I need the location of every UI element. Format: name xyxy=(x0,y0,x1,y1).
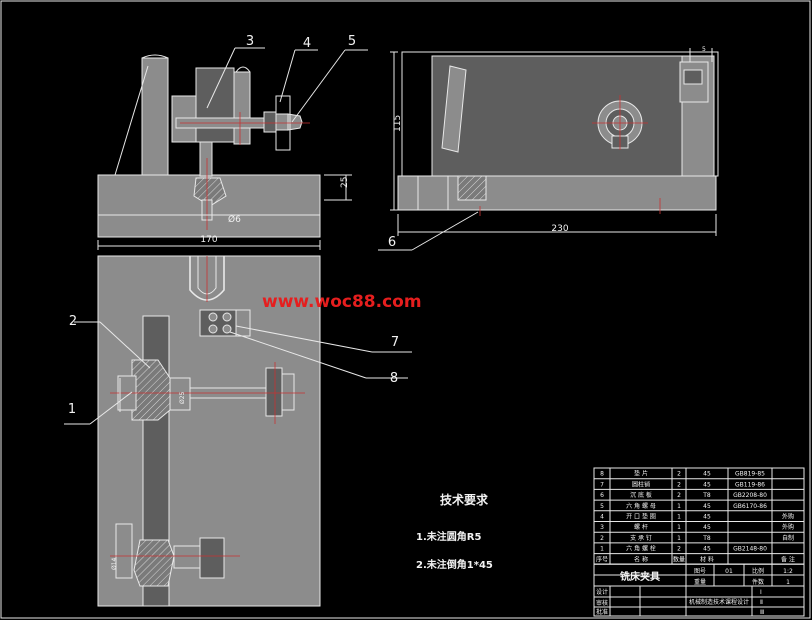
bom-cell-name: 开 口 垫 圈 xyxy=(626,513,656,521)
dim-front-height: 25 xyxy=(340,177,350,188)
front-view: 170 25 Ø6 xyxy=(97,47,368,250)
bom-cell-qty: 2 xyxy=(677,546,681,553)
bom-cell-std: GB2208-80 xyxy=(733,492,767,499)
bom-cell-no: 6 xyxy=(600,492,604,499)
side-view: 5 115 230 xyxy=(378,46,719,251)
bom-cell-qty: 1 xyxy=(677,535,681,542)
bom-cell-name: 圆柱销 xyxy=(632,480,650,488)
bom-cell-name: 支 承 钉 xyxy=(630,534,652,542)
bom-cell-no: 序号 xyxy=(596,555,608,563)
bom-cell-qty: 数量 xyxy=(673,555,685,563)
bom-cell-no: 5 xyxy=(600,503,604,510)
bom-cell-mat: 45 xyxy=(703,514,711,521)
title-block: 铣床夹具 图号 01 比例 1:2 重量 件数 1 设计 审核 批准 机械制造技… xyxy=(593,563,805,617)
part-label-6: 6 xyxy=(388,235,396,250)
approve-label: 批准 xyxy=(596,608,608,616)
scale-value: 1:2 xyxy=(783,568,793,575)
school-name: 机械制造技术课程设计 xyxy=(689,598,749,606)
title-block-title: 铣床夹具 xyxy=(620,570,660,583)
title-line-1: Ⅰ xyxy=(760,589,762,596)
dim-side-width: 230 xyxy=(551,224,568,234)
bom-cell-name: 螺 杆 xyxy=(634,523,648,531)
bom-cell-name: 六 角 螺 栓 xyxy=(626,545,656,553)
bom-cell-note: 外购 xyxy=(782,523,794,531)
checker-label: 审核 xyxy=(596,599,608,607)
part-label-4: 4 xyxy=(303,36,311,51)
bom-cell-no: 4 xyxy=(600,514,604,521)
bom-cell-qty: 1 xyxy=(677,514,681,521)
bom-cell-mat: 45 xyxy=(703,503,711,510)
bom-cell-std: GB119-86 xyxy=(735,481,765,488)
dim-side-height: 115 xyxy=(393,115,403,132)
bom-cell-no: 1 xyxy=(600,546,604,553)
requirement-2: 2.未注倒角1*45 xyxy=(416,558,493,571)
bom-cell-qty: 2 xyxy=(677,481,681,488)
title-line-2: Ⅱ xyxy=(760,599,763,606)
bom-cell-note: 备 注 xyxy=(781,555,795,563)
bom-cell-name: 沉 底 板 xyxy=(630,491,652,499)
requirement-1: 1.未注圆角R5 xyxy=(416,530,481,543)
fig-no-label: 图号 xyxy=(694,568,706,575)
bom-cell-note: 外购 xyxy=(782,513,794,521)
bom-cell-mat: 45 xyxy=(703,546,711,553)
bom-cell-qty: 2 xyxy=(677,471,681,478)
part-label-5: 5 xyxy=(348,34,356,49)
qty-label: 件数 xyxy=(752,578,764,586)
requirements-title: 技术要求 xyxy=(440,492,489,507)
dim-hole-dia: Ø6 xyxy=(228,214,241,225)
dim-plan-dia: Ø25 xyxy=(179,391,186,404)
dim-slot-width: 5 xyxy=(702,46,706,53)
scale-label: 比例 xyxy=(752,567,764,575)
bom-cell-no: 3 xyxy=(600,524,604,531)
dim-front-width: 170 xyxy=(200,235,217,245)
fig-no: 01 xyxy=(725,568,733,575)
plan-view: Ø25 Ø14 xyxy=(64,255,412,607)
bom-cell-name: 六 角 螺 母 xyxy=(626,502,656,510)
title-line-3: Ⅲ xyxy=(760,609,764,616)
bom-cell-qty: 1 xyxy=(677,524,681,531)
bom-cell-mat: T8 xyxy=(702,535,711,542)
bom-cell-std: GB6170-86 xyxy=(733,503,767,510)
weight-label: 重量 xyxy=(694,578,706,586)
dim-plan-dia2: Ø14 xyxy=(111,557,118,570)
watermark-text: www.woc88.com xyxy=(262,292,422,312)
bom-cell-std: GB2148-80 xyxy=(733,546,767,553)
bom-cell-mat: 45 xyxy=(703,471,711,478)
part-label-7: 7 xyxy=(391,335,399,350)
bom-cell-note: 自制 xyxy=(782,534,794,542)
bom-cell-mat: 45 xyxy=(703,481,711,488)
bom-cell-mat: 45 xyxy=(703,524,711,531)
bom-cell-no: 7 xyxy=(600,481,604,488)
bom-cell-name: 名 称 xyxy=(634,555,648,563)
bom-cell-qty: 1 xyxy=(677,503,681,510)
bom-cell-mat: T8 xyxy=(702,492,711,499)
part-label-1: 1 xyxy=(68,402,76,417)
bom-cell-no: 2 xyxy=(600,535,604,542)
bom-cell-name: 垫 片 xyxy=(634,470,648,478)
part-label-8: 8 xyxy=(390,371,398,386)
part-label-3: 3 xyxy=(246,34,254,49)
qty-value: 1 xyxy=(786,579,790,586)
bom-cell-qty: 2 xyxy=(677,492,681,499)
part-label-2: 2 xyxy=(69,314,77,329)
designer-label: 设计 xyxy=(596,588,608,596)
bom-cell-std: GB819-85 xyxy=(735,471,765,478)
bom-cell-no: 8 xyxy=(600,471,604,478)
bom-cell-mat: 材 料 xyxy=(700,555,714,563)
